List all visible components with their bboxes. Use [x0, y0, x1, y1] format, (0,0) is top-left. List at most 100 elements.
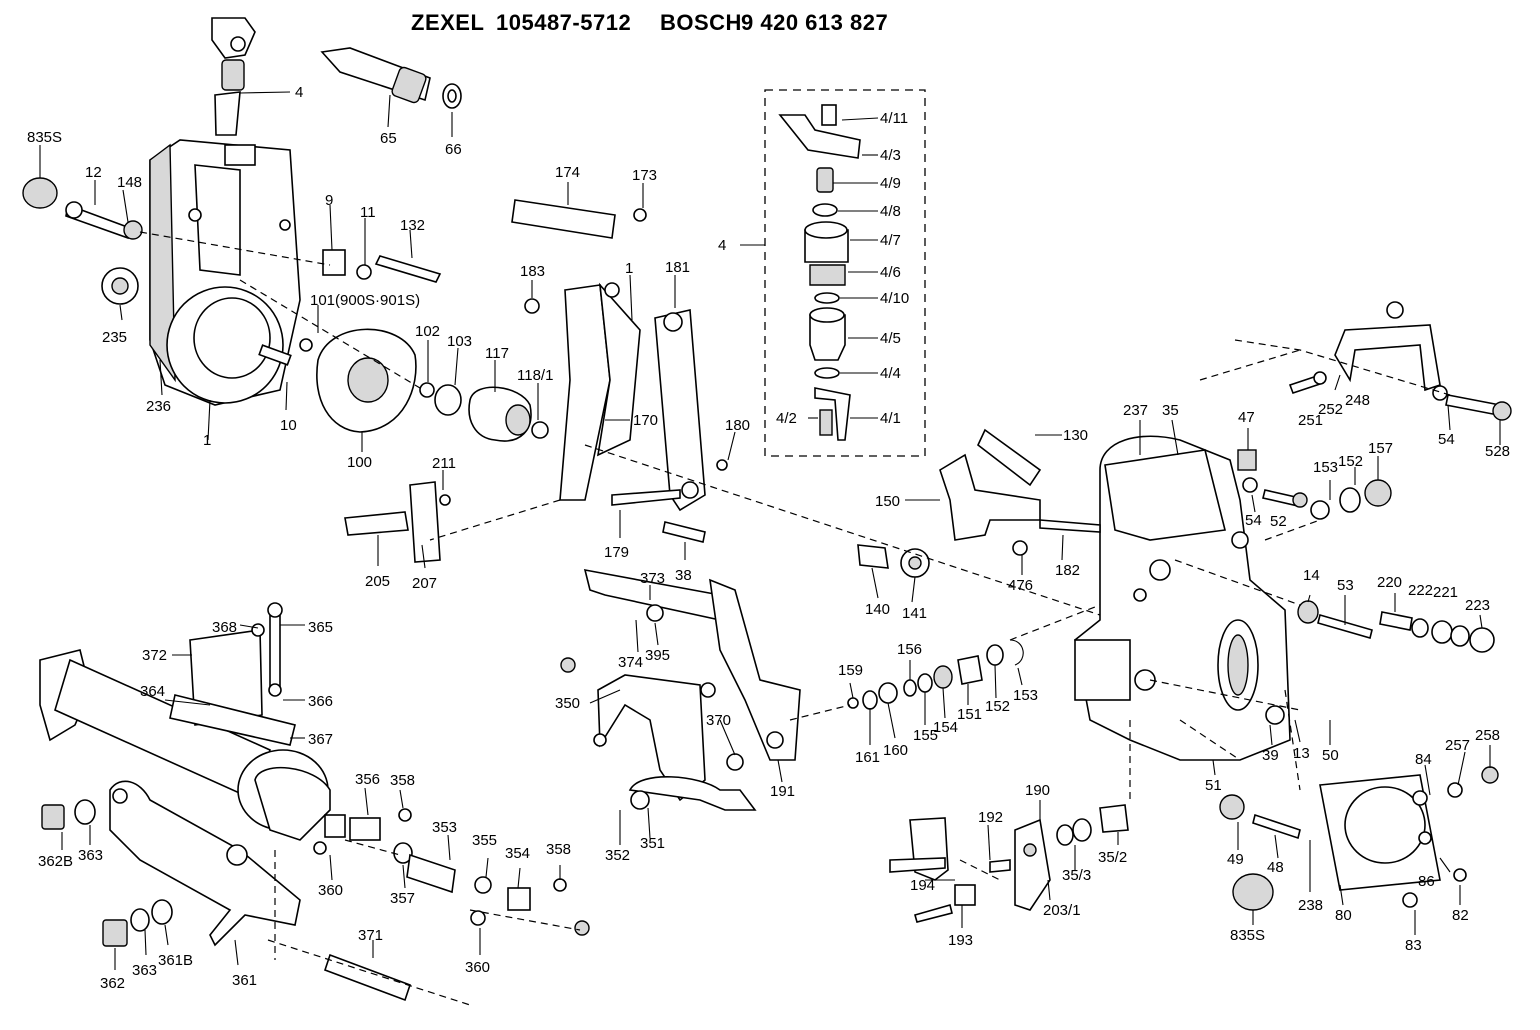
- parts-140-141: [857, 544, 930, 578]
- part-label: 352: [605, 847, 630, 864]
- part-label: 35: [1162, 402, 1179, 419]
- part-label: 192: [978, 809, 1003, 826]
- part-label: 160: [883, 742, 908, 759]
- part-label: 366: [308, 693, 333, 710]
- part-label: 183: [520, 263, 545, 280]
- pump-body: [1074, 435, 1291, 761]
- part-label: 4/10: [880, 290, 909, 307]
- part-label: 360: [318, 882, 343, 899]
- part-373-bracket: [560, 568, 801, 811]
- part-80-cover: [1219, 766, 1499, 911]
- part-label: 365: [308, 619, 333, 636]
- part-label: 372: [142, 647, 167, 664]
- part-4-stack: [778, 104, 861, 441]
- part-label: 373: [640, 570, 665, 587]
- part-4-detail-box: [764, 89, 926, 457]
- part-150-lever: [939, 428, 1101, 556]
- part-label: 193: [948, 932, 973, 949]
- part-label: 207: [412, 575, 437, 592]
- part-label: 52: [1270, 513, 1287, 530]
- part-label: 362B: [38, 853, 73, 870]
- part-label: 220: [1377, 574, 1402, 591]
- part-label: 4/1: [880, 410, 901, 427]
- leader-lines: [39, 91, 1501, 970]
- part-label: 80: [1335, 907, 1352, 924]
- part-label: 101(900S·901S): [310, 292, 420, 309]
- part-label: 4/5: [880, 330, 901, 347]
- part-label: 371: [358, 927, 383, 944]
- part-label: 221: [1433, 584, 1458, 601]
- part-label: 363: [132, 962, 157, 979]
- left-small-parts: [22, 177, 442, 305]
- part-label: 154: [933, 719, 958, 736]
- part-248-bracket: [1288, 301, 1512, 421]
- part-label: 156: [897, 641, 922, 658]
- part-label: 360: [465, 959, 490, 976]
- part-label: 252: [1318, 401, 1343, 418]
- part-label: 258: [1475, 727, 1500, 744]
- part-label: 152: [985, 698, 1010, 715]
- part-label: 248: [1345, 392, 1370, 409]
- part-label: 354: [505, 845, 530, 862]
- part-label: 205: [365, 573, 390, 590]
- part-labels: 4 65 66 835S 12 148 235 236 1 9 11 132 1…: [27, 84, 1510, 992]
- lower-left-screws: [41, 799, 173, 947]
- part-label: 374: [618, 654, 643, 671]
- part-100-weights: [258, 328, 417, 433]
- part-label: 65: [380, 130, 397, 147]
- part-label: 153: [1013, 687, 1038, 704]
- part-label: 194: [910, 877, 935, 894]
- part-label: 47: [1238, 409, 1255, 426]
- part-label: 350: [555, 695, 580, 712]
- part-174-bar: [511, 199, 647, 239]
- bosch-label: BOSCH: [660, 10, 742, 35]
- part-label: 170: [633, 412, 658, 429]
- part-label: 161: [855, 749, 880, 766]
- part-label: 82: [1452, 907, 1469, 924]
- part-label: 190: [1025, 782, 1050, 799]
- bosch-number: 9 420 613 827: [741, 10, 889, 35]
- part-label: 50: [1322, 747, 1339, 764]
- part-207-block: [344, 481, 451, 563]
- washer-stack-151-161: [847, 639, 1024, 710]
- part-label: 361: [232, 972, 257, 989]
- part-label: 353: [432, 819, 457, 836]
- part-361-bracket: [109, 780, 301, 947]
- part-label: 835S: [27, 129, 62, 146]
- part-label: 155: [913, 727, 938, 744]
- part-label: 159: [838, 662, 863, 679]
- part-label: 54: [1438, 431, 1455, 448]
- part-label: 150: [875, 493, 900, 510]
- part-label: 191: [770, 783, 795, 800]
- part-label: 257: [1445, 737, 1470, 754]
- part-label: 141: [902, 605, 927, 622]
- center-lines: [139, 231, 1451, 1006]
- part-label: 35/3: [1062, 867, 1091, 884]
- part-label: 157: [1368, 440, 1393, 457]
- part-label: 83: [1405, 937, 1422, 954]
- part-label: 14: [1303, 567, 1320, 584]
- part-label: 180: [725, 417, 750, 434]
- part-label: 140: [865, 601, 890, 618]
- part-label: 102: [415, 323, 440, 340]
- part-label: 118/1: [517, 367, 553, 384]
- part-label: 362: [100, 975, 125, 992]
- part-label: 4/3: [880, 147, 901, 164]
- part-label: 49: [1227, 851, 1244, 868]
- part-label: 153: [1313, 459, 1338, 476]
- part-label: 181: [665, 259, 690, 276]
- governor-housing: [149, 139, 301, 406]
- part-label: 203/1: [1043, 902, 1081, 919]
- part-label: 130: [1063, 427, 1088, 444]
- tension-lever: [524, 282, 641, 501]
- part-label: 9: [325, 192, 333, 209]
- part-label: 351: [640, 835, 665, 852]
- part-label: 54: [1245, 512, 1262, 529]
- diagram-title: ZEXEL 105487-5712 BOSCH 9 420 613 827: [0, 10, 1540, 44]
- part-label: 13: [1293, 745, 1310, 762]
- part-label: 367: [308, 731, 333, 748]
- part-181-lever: [654, 309, 728, 512]
- part-label: 179: [604, 544, 629, 561]
- part-label: 835S: [1230, 927, 1265, 944]
